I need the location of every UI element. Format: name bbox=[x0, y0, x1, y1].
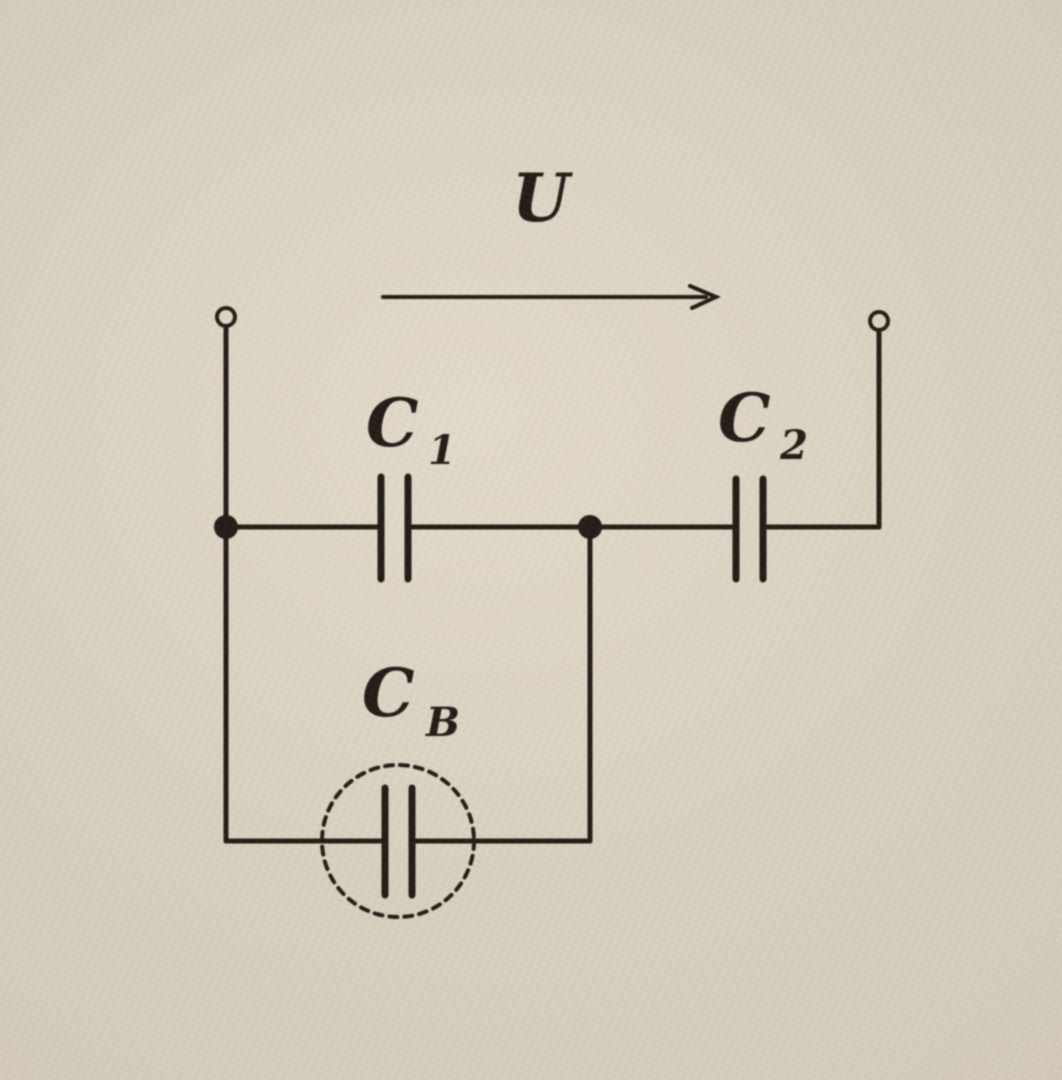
voltage-label: U bbox=[512, 159, 573, 237]
junction-node-left bbox=[214, 515, 238, 539]
cb-label-base: C bbox=[362, 654, 415, 732]
capacitor-c1-label: C 1 bbox=[366, 384, 456, 474]
cb-label-subscript: B bbox=[425, 699, 460, 746]
voltage-arrow-head bbox=[688, 284, 721, 310]
c1-label-base: C bbox=[366, 384, 419, 462]
c2-label-subscript: 2 bbox=[779, 422, 808, 469]
wires bbox=[223, 324, 882, 844]
c1-label-subscript: 1 bbox=[428, 427, 456, 474]
terminal-right-icon bbox=[868, 310, 890, 332]
capacitor-c2-label: C 2 bbox=[718, 379, 808, 469]
c2-label-base: C bbox=[718, 379, 771, 457]
cb-dashed-circle bbox=[320, 763, 476, 919]
capacitor-c2-symbol bbox=[732, 475, 767, 583]
junction-node-mid bbox=[578, 515, 602, 539]
capacitor-c1-symbol bbox=[377, 473, 412, 583]
circuit-ink: U C 1 C 2 C B bbox=[214, 159, 890, 919]
voltage-arrow bbox=[381, 284, 721, 310]
capacitor-cb-label: C B bbox=[362, 654, 460, 746]
terminal-left-icon bbox=[215, 306, 237, 328]
capacitor-cb-symbol bbox=[320, 763, 476, 919]
